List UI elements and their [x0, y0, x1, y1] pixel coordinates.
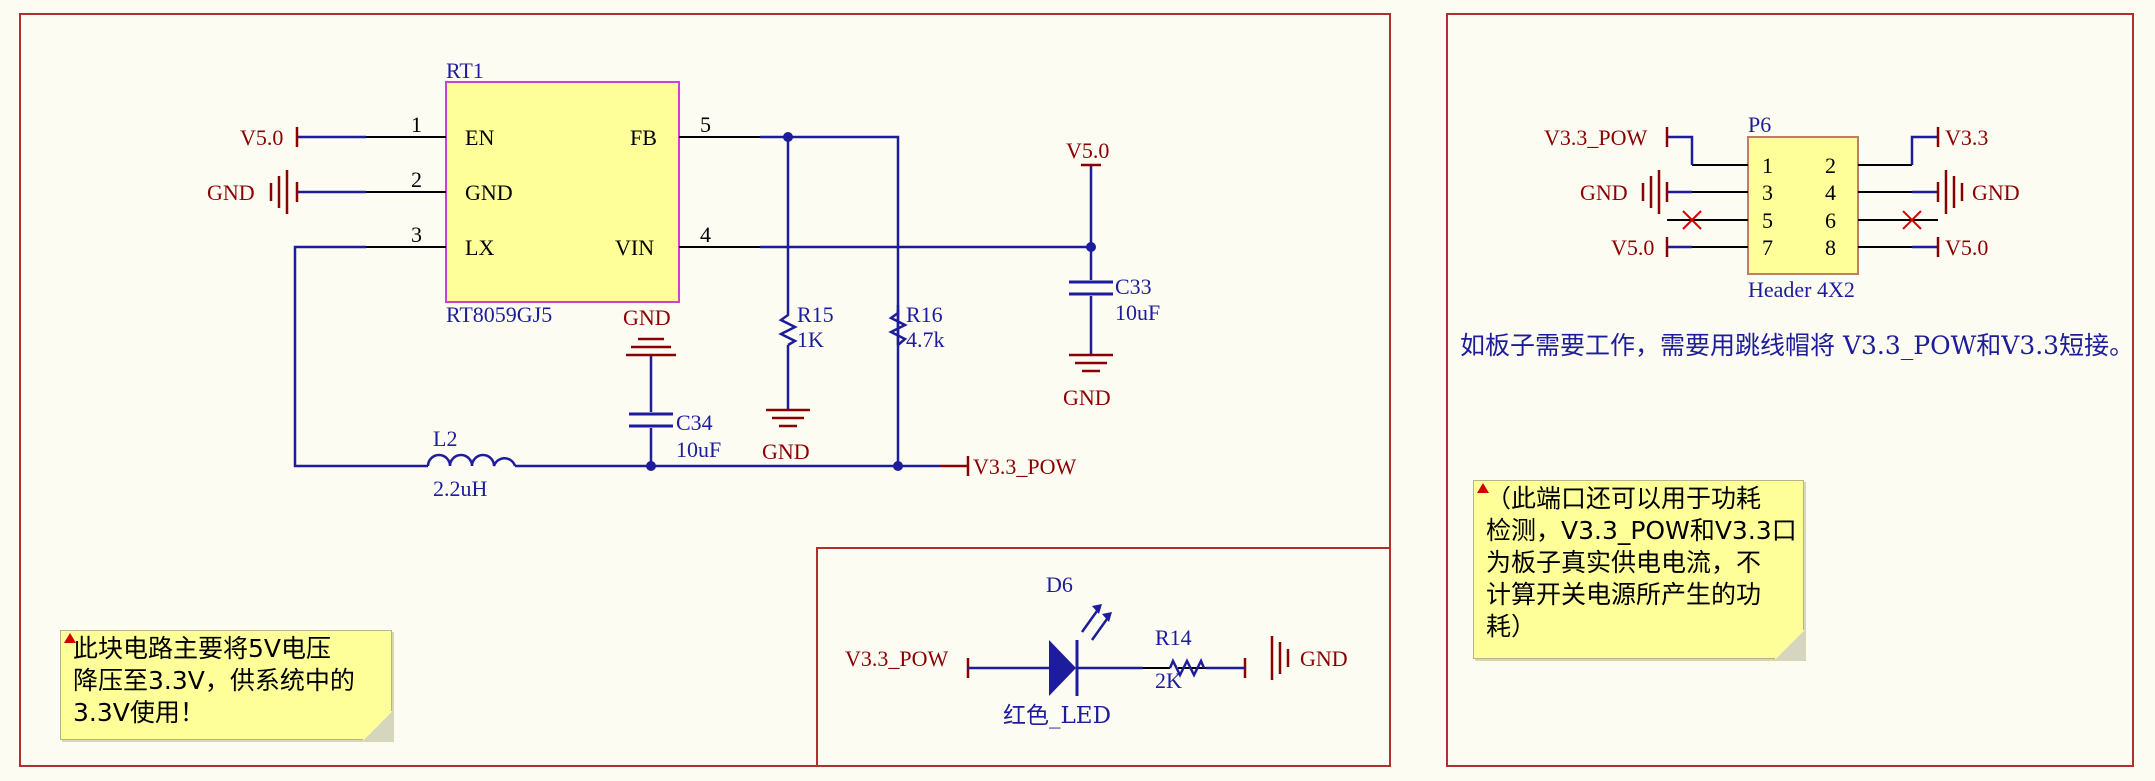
jumper-caption: 如板子需要工作，需要用跳线帽将 V3.3_POW和V3.3短接。	[1460, 331, 2135, 360]
c33-ref: C33	[1115, 274, 1152, 299]
pin-2-num: 2	[411, 167, 422, 192]
net-v33-p6: V3.3	[1945, 125, 1988, 150]
main-frame	[19, 13, 1391, 767]
net-v50-p6-right: V5.0	[1945, 235, 1988, 260]
d6-value: 红色_LED	[1003, 703, 1111, 729]
pin-vin-name: VIN	[615, 235, 654, 260]
rt1-pin-numbers: 1 2 3 5 4	[411, 112, 711, 247]
r14-ref: R14	[1155, 625, 1192, 650]
note-left-line: 3.3V使用！	[73, 698, 205, 727]
net-gnd-p6-right: GND	[1972, 180, 2020, 205]
pin-4-num: 4	[700, 222, 711, 247]
rt1-ref: RT1	[446, 58, 484, 83]
p6-net-symbols	[1641, 127, 1964, 257]
net-v50-c33: V5.0	[1066, 138, 1109, 163]
net-v50-left: V5.0	[240, 125, 283, 150]
c34-capacitor[interactable]	[629, 412, 673, 428]
r15-value: 1K	[797, 327, 824, 352]
p6-net-labels: V3.3_POW GND V5.0 V3.3 GND V5.0	[1544, 125, 2020, 260]
c34-value: 10uF	[676, 437, 721, 462]
note-left-marker	[64, 633, 76, 643]
regulator-wires	[293, 135, 1093, 468]
net-gnd-c33: GND	[1063, 385, 1111, 410]
net-gnd-r15: GND	[762, 439, 810, 464]
pin-gnd-name: GND	[465, 180, 513, 205]
p6-header[interactable]	[1747, 136, 1859, 275]
p6-ref: P6	[1748, 112, 1771, 137]
l2-ref: L2	[433, 426, 457, 451]
p6-pin-3: 3	[1762, 180, 1773, 205]
c34-ref: C34	[676, 410, 713, 435]
pin-lx-name: LX	[465, 235, 494, 260]
note-right-line: 计算开关电源所产生的功	[1486, 580, 1762, 609]
p6-pin-5: 5	[1762, 208, 1773, 233]
r14-resistor[interactable]	[1168, 658, 1206, 678]
header-frame	[1446, 13, 2134, 767]
pin-1-num: 1	[411, 112, 422, 137]
r14-value: 2K	[1155, 668, 1182, 693]
pin-5-num: 5	[700, 112, 711, 137]
net-labels: V5.0 GND V5.0 GND GND GND V3.3_POW	[207, 125, 1111, 479]
p6-part: Header 4X2	[1748, 277, 1855, 302]
l2-inductor[interactable]	[426, 453, 517, 467]
note-left-fold	[363, 711, 393, 741]
sheet-borders	[19, 13, 2134, 767]
d6-ref: D6	[1046, 572, 1073, 597]
r16-resistor[interactable]	[888, 305, 908, 346]
pin-stubs	[366, 136, 760, 248]
net-gnd-left: GND	[207, 180, 255, 205]
p6-pin-8: 8	[1825, 235, 1836, 260]
rt1-pin-names: EN GND LX FB VIN	[465, 125, 657, 260]
note-right: （此端口还可以用于功耗 检测，V3.3_POW和V3.3口 为板子真实供电电流，…	[1473, 480, 1805, 660]
pin-en-name: EN	[465, 125, 494, 150]
p6-wires	[1667, 135, 1938, 249]
pin-fb-name: FB	[630, 125, 657, 150]
net-gnd-led: GND	[1300, 646, 1348, 671]
p6-pin-1: 1	[1762, 153, 1773, 178]
p6-pin-7: 7	[1762, 235, 1773, 260]
p6-pin-2: 2	[1825, 153, 1836, 178]
net-v33pow-led: V3.3_POW	[845, 646, 949, 671]
p6-pin-4: 4	[1825, 180, 1836, 205]
p6-pin-numbers: 1 2 3 4 5 6 7 8	[1762, 153, 1836, 260]
note-right-line: 耗）	[1486, 612, 1537, 641]
no-connect-marks	[1682, 210, 1922, 230]
net-v33pow-p6: V3.3_POW	[1544, 125, 1648, 150]
junctions	[646, 132, 1096, 471]
net-gnd-p6-left: GND	[1580, 180, 1628, 205]
d6-led[interactable]	[1049, 604, 1112, 696]
p6-pin-6: 6	[1825, 208, 1836, 233]
r15-ref: R15	[797, 302, 834, 327]
r16-ref: R16	[906, 302, 943, 327]
led-net-symbols	[966, 636, 1290, 680]
note-right-line: （此端口还可以用于功耗	[1486, 484, 1762, 513]
note-left: 此块电路主要将5V电压 降压至3.3V，供系统中的 3.3V使用！	[60, 630, 393, 741]
note-right-line: 为板子真实供电电流，不	[1486, 548, 1762, 577]
p6-pin-stubs	[1667, 164, 1938, 248]
net-symbols	[269, 127, 1113, 476]
note-left-line: 此块电路主要将5V电压	[73, 634, 332, 663]
rt1-chip[interactable]	[445, 81, 680, 303]
pin-3-num: 3	[411, 222, 422, 247]
led-frame	[816, 547, 1391, 767]
note-right-fold	[1775, 630, 1805, 660]
note-right-marker	[1477, 483, 1489, 493]
rt1-part: RT8059GJ5	[446, 302, 552, 327]
r16-value: 4.7k	[906, 327, 945, 352]
r15-resistor[interactable]	[778, 305, 798, 347]
l2-value: 2.2uH	[433, 476, 488, 501]
net-gnd-c34: GND	[623, 305, 671, 330]
note-left-line: 降压至3.3V，供系统中的	[73, 666, 355, 695]
c33-value: 10uF	[1115, 300, 1160, 325]
c33-capacitor[interactable]	[1069, 280, 1113, 296]
net-v33pow-out: V3.3_POW	[973, 454, 1077, 479]
net-v50-p6-left: V5.0	[1611, 235, 1654, 260]
note-right-line: 检测，V3.3_POW和V3.3口	[1486, 516, 1797, 545]
